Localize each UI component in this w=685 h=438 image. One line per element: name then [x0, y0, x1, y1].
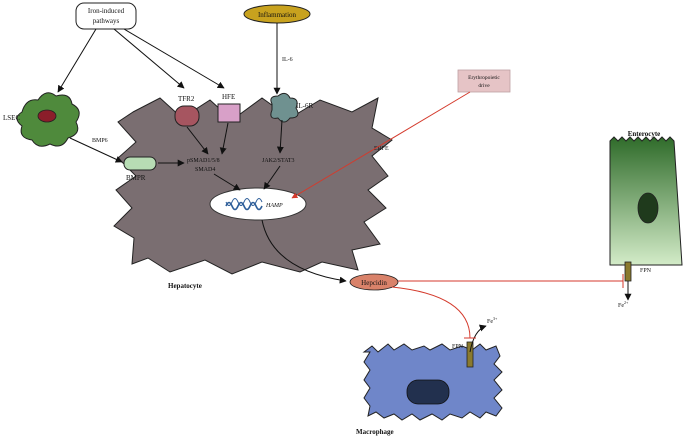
inhibition-lines: [291, 91, 624, 339]
arrow-il6r-to-jakstat: [276, 119, 284, 154]
fpn-macrophage-label: FPN: [452, 344, 464, 350]
arrow-lsec-to-bmpr: [69, 137, 123, 163]
fpn-macrophage: [466, 341, 474, 368]
hepcidin-node: [349, 273, 399, 291]
dna-strand-icon: [225, 198, 263, 206]
iron-pathways-line2: pathways: [93, 17, 120, 25]
erythropoietic-box: [457, 69, 511, 93]
fe2-label: Fe2+: [618, 300, 629, 309]
bmpr-label: BMPR: [126, 174, 146, 182]
macrophage-label: Macrophage: [356, 428, 394, 436]
arrow-hfe-to-psmad: [219, 122, 229, 155]
hamp-nucleus: [209, 187, 307, 221]
fe3-label: Fe3+: [487, 316, 498, 325]
hepatocyte-cell: [113, 97, 393, 275]
hepcidin-to-macrophage-fpn: [391, 286, 471, 339]
fpn-enterocyte-label: FPN: [640, 268, 652, 274]
psmad-label-line2: SMAD4: [195, 167, 215, 173]
bmp6-label: BMP6: [92, 138, 108, 144]
arrow-hamp-to-hepcidin: [261, 219, 347, 284]
inflammation-label: Inflammation: [258, 11, 297, 19]
fpn-enterocyte: [624, 261, 632, 282]
arrow-iron-to-lsec: [57, 28, 97, 93]
il6-label: IL-6: [282, 57, 293, 63]
hepatocyte-label: Hepatocyte: [168, 282, 202, 290]
arrow-jakstat-to-hamp: [263, 165, 281, 190]
lsec-label: LSEC: [3, 114, 20, 122]
hamp-label: HAMP: [265, 203, 283, 209]
enterocyte-nucleus: [637, 192, 659, 224]
tfr2-receptor: [174, 105, 200, 127]
lsec-nucleus: [37, 109, 57, 123]
arrow-erfe-to-hamp: [291, 91, 471, 199]
erythropoietic-line1: Erythropoietic: [468, 75, 500, 81]
arrow-fe3-export: [469, 324, 487, 353]
arrow-iron-to-hfe: [123, 28, 225, 89]
arrow-iron-to-tfr2: [113, 28, 185, 89]
macrophage-nucleus: [406, 379, 450, 405]
erythropoietic-line2: drive: [478, 83, 490, 89]
bmpr-receptor: [123, 156, 157, 171]
jakstat-label: JAK2/STAT3: [262, 158, 295, 164]
iron-pathways-line1: Iron-induced: [88, 7, 125, 15]
il6r-label: IL-6R: [296, 102, 313, 110]
psmad-label-line1: pSMAD1/5/8: [187, 158, 220, 164]
tfr2-label: TFR2: [178, 95, 195, 103]
il6r-receptor: [270, 92, 299, 123]
erfe-label: ERFE: [374, 146, 389, 152]
enterocyte-label: Enterocyte: [628, 130, 661, 138]
signaling-arrows: [57, 23, 632, 353]
hfe-receptor: [217, 103, 241, 123]
dna-icon: [225, 201, 263, 211]
arrow-tfr2-to-psmad: [186, 126, 209, 155]
hepcidin-label: Hepcidin: [361, 279, 387, 287]
iron-pathways-box: [75, 2, 137, 30]
arrow-psmad-to-hamp: [213, 173, 241, 191]
hfe-label: HFE: [222, 93, 235, 101]
